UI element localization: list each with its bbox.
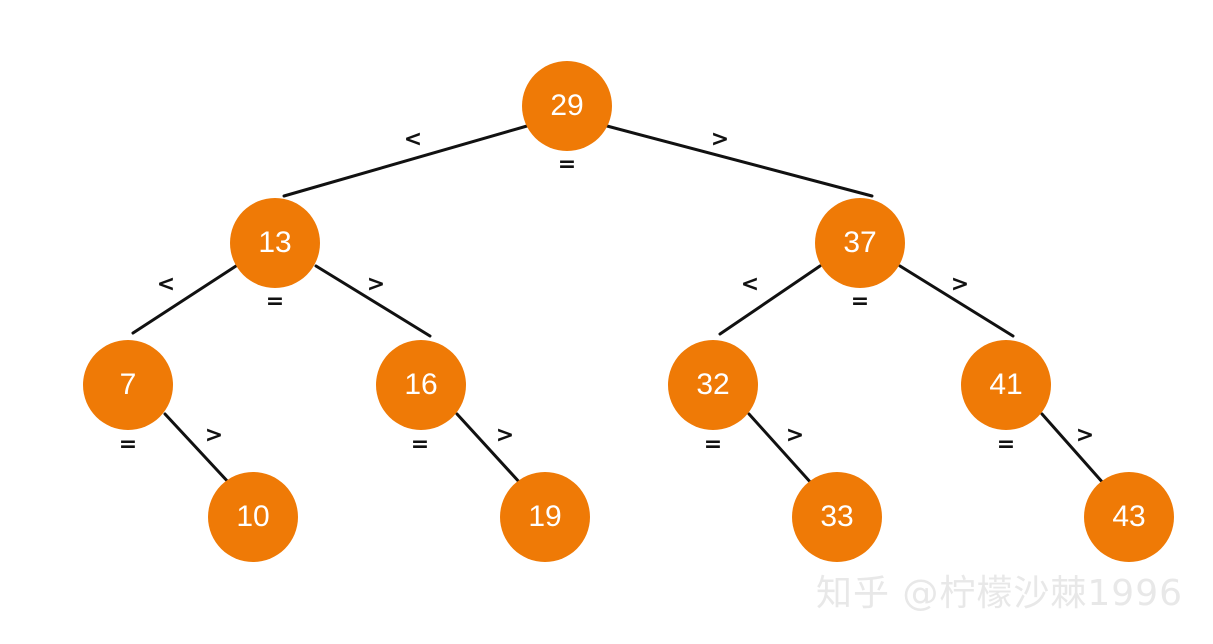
node-circle xyxy=(500,472,590,562)
edge-n41-n43 xyxy=(1040,412,1106,486)
edge-n29-n13 xyxy=(282,124,529,198)
tree-node-32: 32 xyxy=(668,340,758,430)
tree-nodes: 29 13 37 7 16 32 41 10 19 33 43 xyxy=(83,61,1174,562)
tree-node-10: 10 xyxy=(208,472,298,562)
watermark: 知乎 @柠檬沙棘1996 xyxy=(815,573,1183,614)
node-value: 13 xyxy=(258,226,291,259)
tree-node-41: 41 xyxy=(961,340,1051,430)
tree-node-13: 13 xyxy=(230,198,320,288)
edge-labels: < = > < = > < = > = > = > = > = > xyxy=(119,127,1094,457)
node-value: 29 xyxy=(550,89,583,122)
edge-n29-n37 xyxy=(605,124,874,198)
node-value: 19 xyxy=(528,500,561,533)
edge-n37-n41 xyxy=(898,264,1015,338)
edge-n32-n33 xyxy=(747,412,814,486)
node-circle xyxy=(522,61,612,151)
tree-node-43: 43 xyxy=(1084,472,1174,562)
edge-label-n41-greater: > xyxy=(1076,423,1094,448)
edge-label-n7-equal: = xyxy=(119,432,137,457)
node-circle xyxy=(376,340,466,430)
edge-label-n37-equal: = xyxy=(851,289,869,314)
tree-node-7: 7 xyxy=(83,340,173,430)
edge-label-n29-greater: > xyxy=(711,127,729,152)
tree-edges xyxy=(131,124,1106,486)
edge-n13-n7 xyxy=(131,264,238,335)
edge-label-n13-equal: = xyxy=(266,289,284,314)
edge-label-n29-less: < xyxy=(404,127,422,152)
node-value: 7 xyxy=(120,368,137,401)
node-value: 10 xyxy=(236,500,269,533)
edge-label-n29-equal: = xyxy=(558,152,576,177)
edge-label-n16-greater: > xyxy=(496,423,514,448)
edge-n7-n10 xyxy=(163,412,232,486)
node-value: 33 xyxy=(820,500,853,533)
tree-node-19: 19 xyxy=(500,472,590,562)
node-circle xyxy=(230,198,320,288)
node-circle xyxy=(668,340,758,430)
node-circle xyxy=(83,340,173,430)
node-value: 43 xyxy=(1112,500,1145,533)
node-circle xyxy=(1084,472,1174,562)
edge-label-n37-less: < xyxy=(741,272,759,297)
edge-label-n16-equal: = xyxy=(411,432,429,457)
edge-n16-n19 xyxy=(455,412,523,486)
node-circle xyxy=(208,472,298,562)
edge-label-n7-greater: > xyxy=(205,423,223,448)
edge-label-n13-greater: > xyxy=(367,272,385,297)
node-circle xyxy=(815,198,905,288)
edge-n13-n16 xyxy=(314,264,432,338)
tree-node-16: 16 xyxy=(376,340,466,430)
tree-node-33: 33 xyxy=(792,472,882,562)
edge-label-n13-less: < xyxy=(157,272,175,297)
tree-node-37: 37 xyxy=(815,198,905,288)
edge-label-n37-greater: > xyxy=(951,272,969,297)
node-circle xyxy=(961,340,1051,430)
node-circle xyxy=(792,472,882,562)
edge-n37-n32 xyxy=(718,264,822,336)
node-value: 37 xyxy=(843,226,876,259)
edge-label-n32-equal: = xyxy=(704,432,722,457)
node-value: 32 xyxy=(696,368,729,401)
node-value: 16 xyxy=(404,368,437,401)
edge-label-n32-greater: > xyxy=(786,423,804,448)
node-value: 41 xyxy=(989,368,1022,401)
edge-label-n41-equal: = xyxy=(997,432,1015,457)
tree-node-29: 29 xyxy=(522,61,612,151)
